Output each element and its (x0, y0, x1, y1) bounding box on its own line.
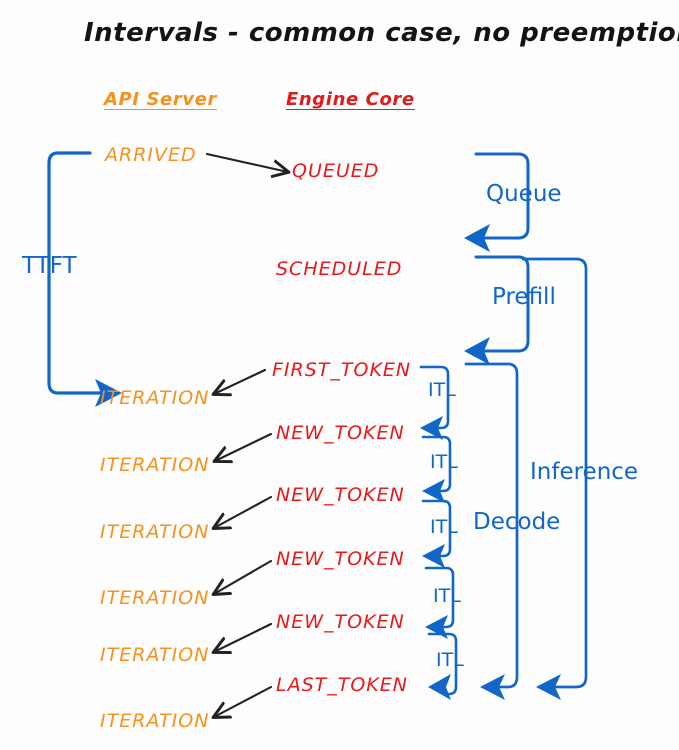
event-new-token: NEW_TOKEN (276, 484, 405, 506)
interval-label-decode: Decode (473, 509, 561, 535)
arrow-new-token-to-iteration-2 (214, 495, 273, 528)
event-new-token: NEW_TOKEN (276, 422, 405, 444)
queue-arrowhead (464, 224, 490, 252)
event-iteration: ITERATION (100, 454, 210, 476)
event-arrived: ARRIVED (105, 144, 197, 166)
arrow-new-token-to-iteration-3 (214, 559, 273, 594)
event-iteration: ITERATION (100, 644, 210, 666)
interval-label-prefill: Prefill (492, 284, 556, 310)
arrow-new-token-to-iteration-4 (214, 622, 273, 652)
interval-label-itl: ITL (430, 451, 458, 473)
event-iteration: ITERATION (100, 587, 210, 609)
interval-label-ttft: TTFT (22, 253, 77, 279)
event-iteration: ITERATION (100, 521, 210, 543)
inference-arrowhead (536, 674, 561, 700)
page-title: Intervals - common case, no preemptions (84, 18, 679, 48)
interval-label-itl: ITL (428, 379, 456, 401)
arrow-arrived-to-queued (205, 152, 288, 172)
ttft-bracket (47, 151, 122, 407)
interval-label-itl: ITL (433, 585, 461, 607)
event-new-token: NEW_TOKEN (276, 548, 405, 570)
decode-arrowhead (480, 674, 505, 700)
event-queued: QUEUED (292, 160, 380, 182)
event-last-token: LAST_TOKEN (276, 674, 408, 696)
column-header-engine-core: Engine Core (286, 89, 415, 110)
event-new-token: NEW_TOKEN (276, 611, 405, 633)
event-first-token: FIRST_TOKEN (272, 359, 412, 381)
event-iteration: ITERATION (100, 387, 210, 409)
column-header-api-server: API Server (104, 89, 217, 110)
arrow-last-token-to-iteration (214, 685, 273, 717)
interval-label-itl: ITL (430, 516, 458, 538)
arrow-new-token-to-iteration-1 (215, 432, 273, 461)
interval-label-inference: Inference (530, 459, 639, 485)
event-scheduled: SCHEDULED (276, 258, 403, 280)
prefill-bracket (464, 255, 530, 365)
itl-bracket-1 (419, 365, 450, 440)
interval-label-itl: ITL (436, 649, 464, 671)
event-iteration: ITERATION (100, 710, 210, 732)
arrow-first-token-to-iteration (214, 368, 267, 394)
interval-label-queue: Queue (486, 181, 562, 207)
prefill-arrowhead (464, 337, 490, 365)
